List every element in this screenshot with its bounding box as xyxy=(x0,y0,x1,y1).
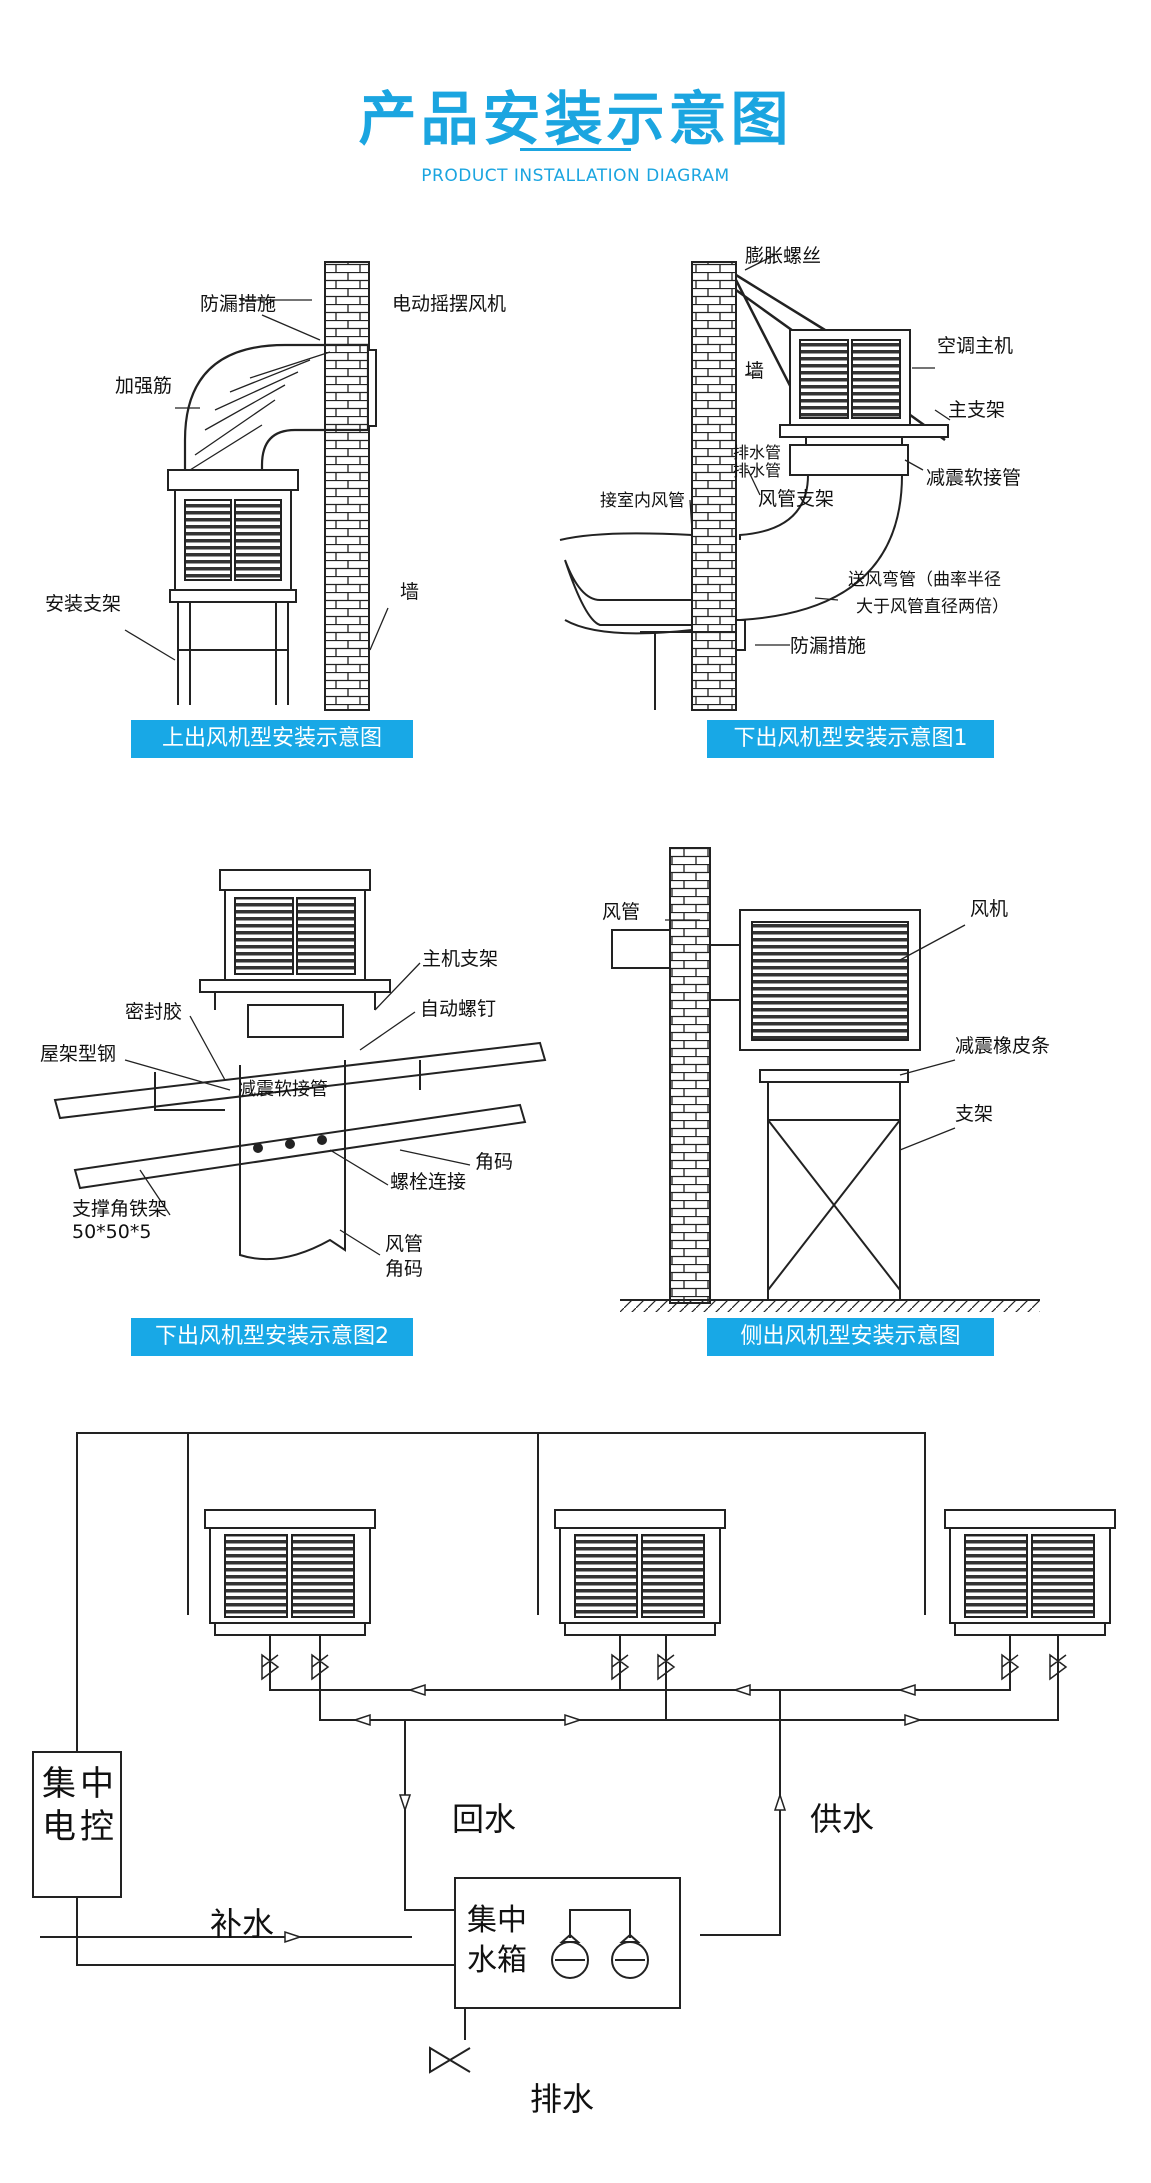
water-system-labels: 集 中 电 控 集中 水箱 回水 供水 补水 排水 xyxy=(42,1764,874,2118)
panel-2-diagram xyxy=(559,261,949,711)
label-wall-1: 墙 xyxy=(400,581,419,603)
label-host-2: 空调主机 xyxy=(937,335,1013,357)
label-duct-4: 风管 xyxy=(602,901,640,923)
label-drain-b: 排水管 xyxy=(733,461,781,480)
label-screw: 自动螺钉 xyxy=(420,998,496,1020)
label-roof: 屋架型钢 xyxy=(40,1043,116,1065)
label-bracket-2: 主支架 xyxy=(948,399,1005,421)
control-char-2: 中 xyxy=(80,1764,114,1804)
label-rubber: 减震橡皮条 xyxy=(955,1035,1050,1057)
panel2-wall xyxy=(691,261,737,711)
label-rib: 加强筋 xyxy=(115,375,172,397)
label-drain: 排水 xyxy=(530,2080,594,2118)
label-host-bracket: 主机支架 xyxy=(422,948,498,970)
title-underline xyxy=(520,148,631,151)
label-angle-1: 支撑角铁架 xyxy=(72,1198,167,1220)
panel-3-diagram xyxy=(53,869,547,1261)
label-stand-1: 安装支架 xyxy=(45,593,121,615)
label-elbow-2: 大于风管直径两倍） xyxy=(856,597,1009,617)
label-elbow-1: 送风弯管（曲率半径 xyxy=(848,570,1001,590)
label-bolt-connect: 螺栓连接 xyxy=(390,1171,466,1193)
tank-label-2: 水箱 xyxy=(467,1943,527,1978)
label-soft-3: 减震软接管 xyxy=(238,1079,328,1100)
unit-left xyxy=(204,1509,376,1636)
unit-right xyxy=(944,1509,1116,1636)
label-soft-2: 减震软接管 xyxy=(926,467,1021,489)
panel-2-labels: 膨胀螺丝 空调主机 墙 主支架 排水管 排水管 减震软接管 接室内风管 风管支架… xyxy=(600,245,1021,657)
label-corner-2: 角码 xyxy=(385,1258,423,1280)
label-fan-4: 风机 xyxy=(970,898,1008,920)
label-bolt: 膨胀螺丝 xyxy=(745,245,821,267)
label-indoor: 接室内风管 xyxy=(600,491,685,511)
label-angle-2: 50*50*5 xyxy=(72,1221,151,1243)
panel4-wall xyxy=(669,847,711,1304)
label-corner-1: 角码 xyxy=(475,1151,513,1173)
panel1-wall xyxy=(324,261,370,711)
control-char-3: 电 xyxy=(42,1807,76,1847)
label-fan-1: 电动摇摆风机 xyxy=(392,293,506,315)
unit-middle xyxy=(554,1509,726,1636)
page-subtitle: PRODUCT INSTALLATION DIAGRAM xyxy=(421,166,730,186)
panel-4-diagram xyxy=(611,847,1040,1312)
tank-label-1: 集中 xyxy=(467,1903,527,1938)
label-seal: 密封胶 xyxy=(125,1001,182,1023)
panel-4-labels: 风管 风机 减震橡皮条 支架 xyxy=(602,898,1050,1151)
caption-panel-1: 上出风机型安装示意图 xyxy=(131,720,413,758)
label-stand-4: 支架 xyxy=(955,1103,993,1125)
water-system-diagram xyxy=(32,1432,1116,2074)
control-char-4: 控 xyxy=(80,1807,114,1847)
caption-panel-2: 下出风机型安装示意图1 xyxy=(707,720,994,758)
caption-panel-3: 下出风机型安装示意图2 xyxy=(131,1318,413,1356)
panel-1-diagram xyxy=(167,261,377,711)
label-leak-1: 防漏措施 xyxy=(200,293,276,315)
label-duct-bracket: 风管支架 xyxy=(758,488,834,510)
label-return: 回水 xyxy=(452,1800,516,1838)
panel-1-labels: 防漏措施 电动摇摆风机 加强筋 安装支架 墙 xyxy=(45,293,506,661)
page-title: 产品安装示意图 xyxy=(358,85,793,153)
label-makeup: 补水 xyxy=(210,1905,274,1943)
label-supply: 供水 xyxy=(810,1800,874,1838)
label-drain-a: 排水管 xyxy=(733,443,781,462)
label-leak-2: 防漏措施 xyxy=(790,635,866,657)
label-wall-2: 墙 xyxy=(745,360,764,382)
panel1-duct-elbow xyxy=(183,343,370,470)
panel-3-labels: 主机支架 密封胶 自动螺钉 屋架型钢 减震软接管 角码 螺栓连接 支撑角铁架 5… xyxy=(40,948,513,1280)
caption-panel-4: 侧出风机型安装示意图 xyxy=(707,1318,994,1356)
label-duct-3: 风管 xyxy=(385,1233,423,1255)
control-char-1: 集 xyxy=(42,1764,76,1804)
